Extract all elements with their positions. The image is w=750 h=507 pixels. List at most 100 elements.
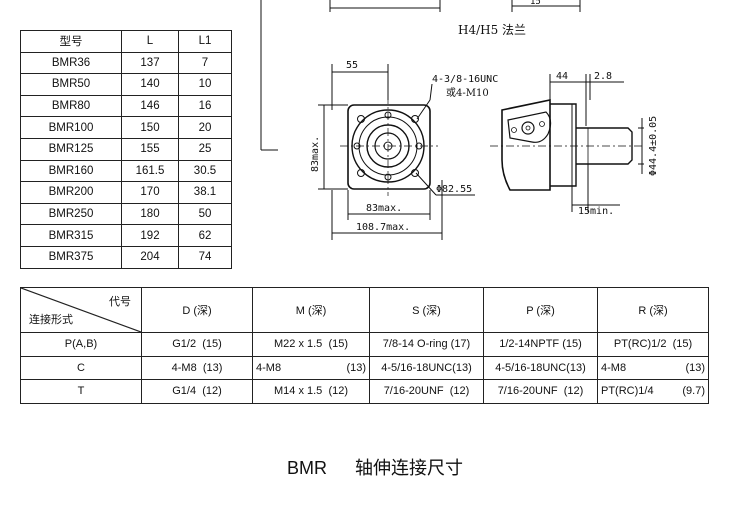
- r-depth: (13): [685, 361, 705, 374]
- l-cell: 180: [121, 202, 179, 226]
- table-row: C 4-M8 (13) 4-M8(13) 4-5/16-18UNC(13) 4-…: [20, 355, 709, 380]
- m-cell: M22 x 1.5 (15): [252, 332, 370, 357]
- dim-top-label: 15: [530, 0, 541, 7]
- r-depth: (15): [672, 338, 693, 351]
- d-value: G1/4: [172, 385, 197, 398]
- r-cell: 4-M8 (13): [597, 355, 709, 380]
- m-cell: 4-M8 (13): [252, 355, 370, 380]
- thread-label-2: 或4-M10: [446, 87, 489, 99]
- flange-side-view: [490, 99, 645, 191]
- l-cell: 192: [121, 224, 179, 247]
- l-cell: 155: [121, 137, 179, 161]
- r-value: PT(RC)1/2: [613, 338, 667, 351]
- d-depth: (13): [202, 361, 223, 374]
- flange-technical-drawing: H4/H5 法兰 55 83max. 83max. 108.7max. Φ82.…: [260, 0, 659, 240]
- shaft-diameter-label: Φ44.4±0.05: [648, 116, 659, 176]
- l-cell: 140: [121, 73, 179, 96]
- flange-label: H4/H5 法兰: [458, 23, 526, 37]
- s-cell: 7/8-14 O-ring (17): [369, 332, 484, 357]
- model-cell: BMR160: [20, 159, 122, 183]
- l1-cell: 74: [178, 245, 232, 269]
- dim-83max-vertical-label: 83max.: [310, 136, 321, 172]
- header-l: L: [121, 30, 179, 53]
- s-depth: (13): [452, 361, 472, 374]
- m-depth: (15): [328, 338, 348, 351]
- p-depth: (12): [563, 385, 584, 398]
- l1-cell: 62: [178, 224, 232, 247]
- table-row: T G1/4 (12) M14 x 1.5 (12) 7/16-20UNF (1…: [20, 379, 709, 404]
- dim-2-8-label: 2.8: [594, 71, 612, 82]
- model-cell: BMR250: [20, 202, 122, 226]
- m-value: M14 x 1.5: [274, 385, 323, 398]
- dim-83max-horizontal-label: 83max.: [366, 203, 402, 214]
- model-cell: BMR50: [20, 73, 122, 96]
- caption-text: 轴伸连接尺寸: [355, 458, 463, 478]
- l1-cell: 30.5: [178, 159, 232, 183]
- header-d: D (深): [141, 287, 253, 333]
- l-cell: 146: [121, 94, 179, 118]
- s-depth: (17): [450, 338, 471, 351]
- m-value: 4-M8: [256, 361, 282, 374]
- model-table-header-row: 型号 L L1: [20, 30, 232, 53]
- l1-cell: 10: [178, 73, 232, 96]
- p-value: 4-5/16-18UNC: [495, 361, 567, 374]
- d-depth: (15): [202, 338, 222, 351]
- l1-cell: 38.1: [178, 181, 232, 204]
- s-value: 7/16-20UNF: [383, 385, 444, 398]
- r-cell: PT(RC)1/4(9.7): [597, 379, 709, 404]
- model-cell: BMR36: [20, 51, 122, 75]
- l1-cell: 25: [178, 137, 232, 161]
- connection-type-cell: P(A,B): [20, 332, 142, 357]
- s-cell: 4-5/16-18UNC(13): [369, 355, 484, 380]
- l-cell: 150: [121, 116, 179, 139]
- diagonal-divider: [21, 288, 141, 332]
- p-value: 1/2-14NPTF: [499, 338, 560, 351]
- header-p: P (深): [483, 287, 598, 333]
- l1-cell: 50: [178, 202, 232, 226]
- d-cell: 4-M8 (13): [141, 355, 253, 380]
- p-cell: 4-5/16-18UNC(13): [483, 355, 598, 380]
- connection-type-cell: T: [20, 379, 142, 404]
- m-value: M22 x 1.5: [274, 338, 323, 351]
- p-depth: (13): [566, 361, 586, 374]
- s-value: 4-5/16-18UNC: [381, 361, 453, 374]
- model-cell: BMR80: [20, 94, 122, 118]
- model-cell: BMR315: [20, 224, 122, 247]
- r-cell: PT(RC)1/2 (15): [597, 332, 709, 357]
- connection-type-cell: C: [20, 355, 142, 380]
- table-row: P(A,B) G1/2 (15) M22 x 1.5 (15) 7/8-14 O…: [20, 332, 709, 357]
- corner-label-code: 代号: [109, 296, 131, 308]
- r-value: 4-M8: [601, 361, 627, 374]
- p-cell: 1/2-14NPTF (15): [483, 332, 598, 357]
- s-value: 7/8-14 O-ring: [382, 338, 448, 351]
- d-cell: G1/4 (12): [141, 379, 253, 404]
- dim-55-label: 55: [346, 60, 358, 71]
- model-cell: BMR375: [20, 245, 122, 269]
- dim-82-label: Φ82.55: [436, 184, 472, 195]
- dim-108-label: 108.7max.: [356, 222, 410, 233]
- r-value: PT(RC)1/4: [601, 385, 654, 398]
- d-depth: (12): [202, 385, 222, 398]
- d-cell: G1/2 (15): [141, 332, 253, 357]
- m-cell: M14 x 1.5 (12): [252, 379, 370, 404]
- header-m: M (深): [252, 287, 370, 333]
- dim-44-label: 44: [556, 71, 568, 82]
- model-cell: BMR200: [20, 181, 122, 204]
- l-cell: 204: [121, 245, 179, 269]
- corner-header-cell: 代号 连接形式: [20, 287, 142, 333]
- d-value: 4-M8: [171, 361, 197, 374]
- s-cell: 7/16-20UNF (12): [369, 379, 484, 404]
- l-cell: 137: [121, 51, 179, 75]
- header-s: S (深): [369, 287, 484, 333]
- m-depth: (13): [346, 361, 366, 374]
- flange-front-view: [340, 96, 438, 196]
